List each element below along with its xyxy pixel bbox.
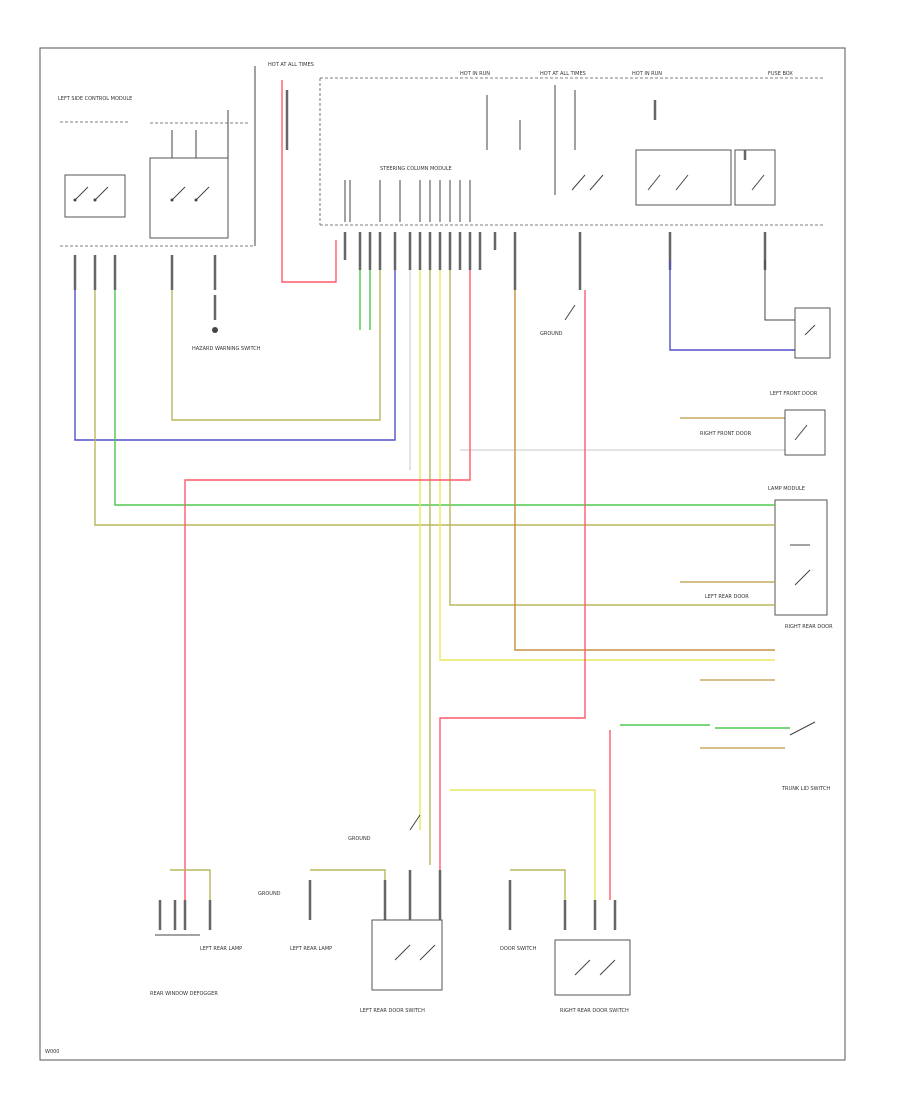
label-lamp-module: LAMP MODULE [768,486,805,492]
long-wires [74,270,816,900]
label-bottom-mid-1: LEFT REAR DOOR SWITCH [360,1008,425,1014]
label-bottom-left-2: LEFT REAR LAMP [200,946,242,952]
column-module: STEERING COLUMN MODULE [343,166,767,290]
diagram-frame [39,47,846,1061]
label-bottom-left-1: REAR WINDOW DEFOGGER [150,991,218,997]
label-right-mid-1: LEFT FRONT DOOR [770,391,818,397]
label-top-fuse-2: HOT IN RUN [460,71,490,77]
label-fuse-box: FUSE BOX [768,71,793,77]
center-top-components [486,85,776,206]
label-ground-2: GROUND [258,891,281,897]
label-right-mid-3: LEFT REAR DOOR [705,594,749,600]
label-column-module: STEERING COLUMN MODULE [380,166,452,172]
bottom-components: REAR WINDOW DEFOGGER LEFT REAR LAMP GROU… [150,786,830,1014]
label-right-mid-2: RIGHT FRONT DOOR [700,431,752,437]
label-ground-3: GROUND [348,836,371,842]
label-trunk-lid-switch: TRUNK LID SWITCH [781,786,830,792]
label-hazard-switch: HAZARD WARNING SWITCH [192,346,261,352]
center-ground: GROUND [540,304,576,337]
label-center-ground: GROUND [540,331,563,337]
label-bottom-right-1: RIGHT REAR DOOR SWITCH [560,1008,629,1014]
label-top-fuse-1: HOT AT ALL TIMES [268,62,314,68]
label-top-fuse-4: HOT IN RUN [632,71,662,77]
wire-red-top [281,80,337,283]
left-switch-group: HAZARD WARNING SWITCH [64,66,261,352]
top-labels: HOT AT ALL TIMES HOT IN RUN HOT AT ALL T… [58,62,793,102]
label-right-mid-4: RIGHT REAR DOOR [785,624,833,630]
power-bus [60,77,825,247]
right-side-components: LEFT FRONT DOOR RIGHT FRONT DOOR LAMP MO… [460,260,833,630]
label-bottom-mid-2: LEFT REAR LAMP [290,946,332,952]
label-door-switch: DOOR SWITCH [500,946,537,952]
footer-code: W000 [45,1049,60,1055]
label-top-fuse-3: HOT AT ALL TIMES [540,71,586,77]
label-left-control-module: LEFT SIDE CONTROL MODULE [58,96,132,102]
